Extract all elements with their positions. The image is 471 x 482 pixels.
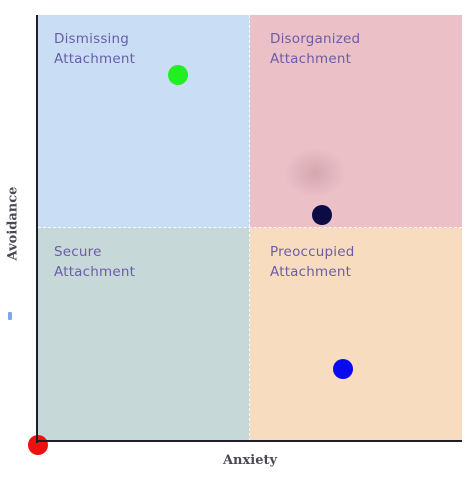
point-green — [167, 64, 188, 85]
quadrant-secure: Secure Attachment — [38, 228, 250, 441]
x-axis-label: Anxiety — [222, 453, 278, 468]
y-axis-line — [36, 15, 38, 443]
quadrant-label-disorganized: Disorganized Attachment — [270, 31, 361, 67]
quadrant-label-dismissing: Dismissing Attachment — [54, 31, 136, 67]
shadow-blob — [284, 148, 346, 198]
y-axis-label: Avoidance — [5, 186, 21, 261]
attachment-quadrant-chart: Dismissing Attachment Disorganized Attac… — [28, 15, 462, 456]
vertical-divider — [249, 15, 250, 441]
quadrant-label-preoccupied: Preoccupied Attachment — [270, 244, 355, 280]
point-blue — [333, 358, 354, 379]
quadrant-dismissing: Dismissing Attachment — [38, 15, 250, 228]
quadrant-label-secure: Secure Attachment — [54, 244, 136, 280]
point-red — [28, 435, 48, 456]
horizontal-divider — [38, 227, 462, 228]
quadrant-disorganized: Disorganized Attachment — [250, 15, 462, 228]
left-edge-mark — [8, 312, 12, 320]
point-navy — [312, 205, 333, 226]
quadrant-preoccupied: Preoccupied Attachment — [250, 228, 462, 441]
x-axis-line — [36, 440, 462, 442]
